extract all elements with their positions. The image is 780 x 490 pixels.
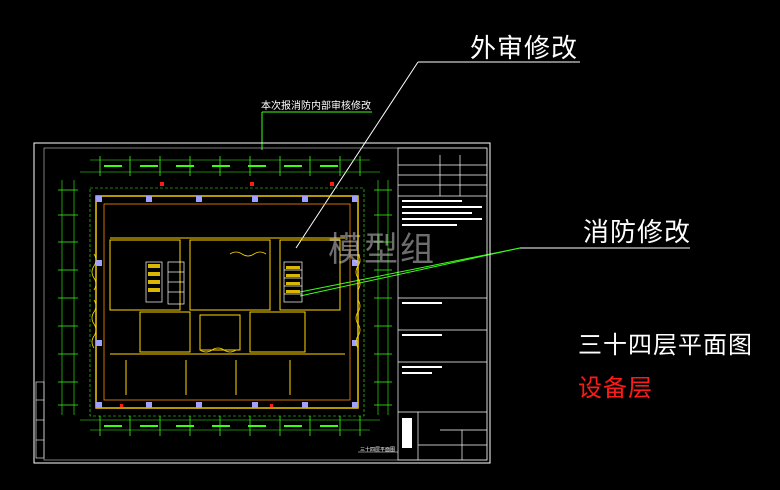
external-review-leader (295, 61, 419, 249)
leader-lines (261, 61, 690, 297)
structural-columns (96, 196, 358, 408)
floor-plan-title: 三十四层平面图 (578, 331, 753, 359)
dim-text-bars (104, 165, 338, 427)
dimension-grid (61, 159, 389, 431)
interior-walls (109, 237, 345, 395)
title-block-text-bars (402, 200, 482, 448)
core-elements (145, 261, 303, 305)
red-markers (120, 182, 334, 407)
grid-ticks (58, 156, 392, 436)
fire-mod-leader-2 (299, 247, 521, 297)
building-outline (89, 187, 365, 417)
perimeter-wavy (91, 251, 361, 353)
title-block (397, 147, 488, 461)
fire-modification-annotation: 消防修改 (583, 218, 692, 248)
fire-mod-leader (299, 247, 521, 293)
stair-fill (148, 264, 300, 293)
internal-fire-review-note: 本次报消防内部审核修改 (261, 101, 371, 112)
plan-caption: 三十四层平面图 (360, 447, 396, 453)
equipment-floor-label: 设备层 (578, 374, 653, 402)
left-legend (35, 381, 45, 459)
external-review-annotation: 外审修改 (470, 34, 579, 64)
watermark: 模型组 (328, 230, 436, 270)
